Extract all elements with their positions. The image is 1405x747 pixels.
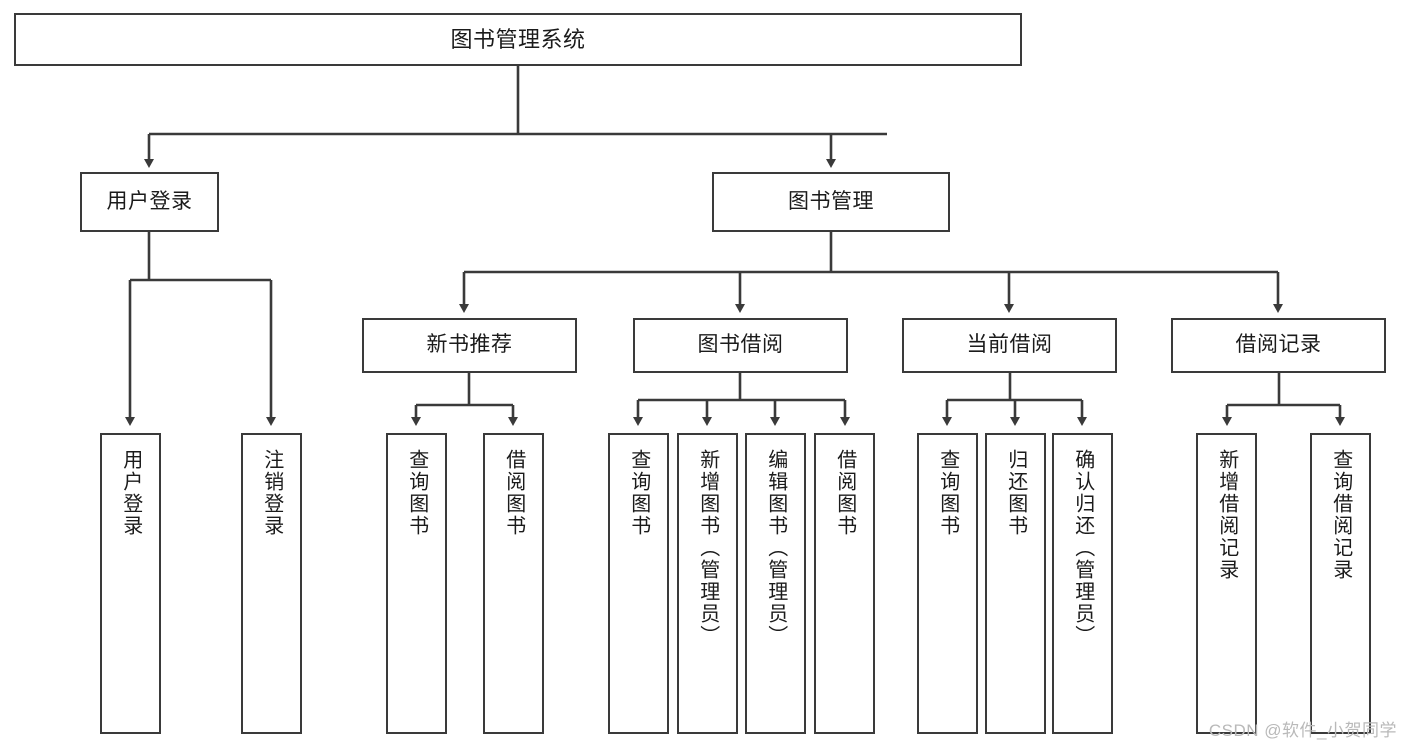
leaf-return-book[interactable]: 归还图书	[985, 433, 1046, 734]
node-book-management-label: 图书管理	[788, 189, 874, 213]
leaf-confirm-return-admin[interactable]: 确认归还（管理员）	[1052, 433, 1113, 734]
leaf-query-borrow-record-label: 查询借阅记录	[1329, 449, 1352, 581]
leaf-logout-label: 注销登录	[260, 449, 283, 537]
leaf-query-book-recommend-label: 查询图书	[405, 449, 428, 537]
leaf-borrow-book[interactable]: 借阅图书	[814, 433, 875, 734]
node-root[interactable]: 图书管理系统	[14, 13, 1022, 66]
watermark: CSDN @软件_小贺同学	[1208, 721, 1397, 740]
leaf-query-borrow-record[interactable]: 查询借阅记录	[1310, 433, 1371, 734]
leaf-logout[interactable]: 注销登录	[241, 433, 302, 734]
leaf-user-login[interactable]: 用户登录	[100, 433, 161, 734]
node-new-book-recommend[interactable]: 新书推荐	[362, 318, 577, 373]
leaf-edit-book-admin-label: 编辑图书（管理员）	[764, 449, 787, 647]
leaf-query-book-current[interactable]: 查询图书	[917, 433, 978, 734]
leaf-add-book-admin-label: 新增图书（管理员）	[696, 449, 719, 647]
leaf-add-borrow-record-label: 新增借阅记录	[1215, 449, 1238, 581]
leaf-query-book-current-label: 查询图书	[936, 449, 959, 537]
leaf-confirm-return-admin-label: 确认归还（管理员）	[1071, 449, 1094, 647]
leaf-query-book-recommend[interactable]: 查询图书	[386, 433, 447, 734]
node-current-borrow[interactable]: 当前借阅	[902, 318, 1117, 373]
node-book-management[interactable]: 图书管理	[712, 172, 950, 232]
node-book-borrow[interactable]: 图书借阅	[633, 318, 848, 373]
node-book-borrow-label: 图书借阅	[697, 333, 784, 357]
leaf-borrow-book-recommend-label: 借阅图书	[502, 449, 525, 537]
leaf-borrow-book-recommend[interactable]: 借阅图书	[483, 433, 544, 734]
leaf-query-book-borrow-label: 查询图书	[627, 449, 650, 537]
leaf-add-book-admin[interactable]: 新增图书（管理员）	[677, 433, 738, 734]
node-borrow-record-label: 借阅记录	[1235, 333, 1322, 357]
leaf-user-login-label: 用户登录	[119, 449, 142, 537]
node-new-book-recommend-label: 新书推荐	[426, 333, 513, 357]
leaf-edit-book-admin[interactable]: 编辑图书（管理员）	[745, 433, 806, 734]
leaf-query-book-borrow[interactable]: 查询图书	[608, 433, 669, 734]
node-user-login[interactable]: 用户登录	[80, 172, 219, 232]
node-borrow-record[interactable]: 借阅记录	[1171, 318, 1386, 373]
node-root-label: 图书管理系统	[450, 26, 586, 52]
node-current-borrow-label: 当前借阅	[966, 333, 1053, 357]
leaf-add-borrow-record[interactable]: 新增借阅记录	[1196, 433, 1257, 734]
leaf-borrow-book-label: 借阅图书	[833, 449, 856, 537]
node-user-login-label: 用户登录	[106, 189, 193, 213]
leaf-return-book-label: 归还图书	[1004, 449, 1027, 537]
